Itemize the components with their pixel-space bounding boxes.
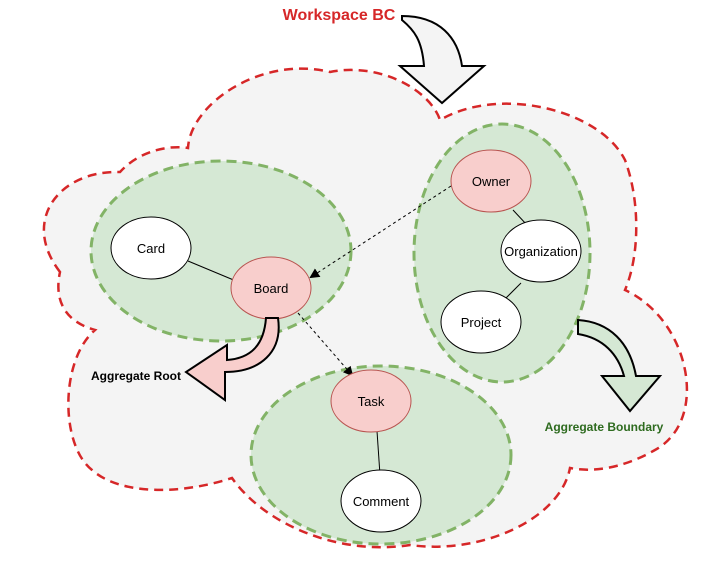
node-card-label: Card <box>137 241 165 256</box>
workspace-pointer-arrow <box>397 14 487 105</box>
node-board-label: Board <box>254 281 289 296</box>
node-project-label: Project <box>461 315 502 330</box>
edge-card-board <box>187 260 237 282</box>
node-comment: Comment <box>340 469 422 533</box>
node-organization-label: Organization <box>504 244 578 259</box>
aggregate-task <box>249 364 513 546</box>
node-board[interactable]: Board <box>230 256 312 320</box>
reference-owner-to-board <box>309 185 452 279</box>
node-comment-label: Comment <box>353 494 410 509</box>
node-project: Project <box>440 290 522 354</box>
node-owner-label: Owner <box>472 174 511 189</box>
aggregate-root-label: Aggregate Root <box>91 369 181 383</box>
reference-board-to-task <box>297 312 354 377</box>
aggregate-root-arrow <box>184 317 280 402</box>
workspace-title: Workspace BC <box>283 7 396 24</box>
node-card: Card <box>110 216 192 280</box>
node-task-label: Task <box>358 394 385 409</box>
node-owner[interactable]: Owner <box>450 149 532 213</box>
node-organization: Organization <box>500 219 582 283</box>
node-task[interactable]: Task <box>330 369 412 433</box>
edge-organization-project <box>505 282 522 299</box>
edge-task-comment <box>376 430 381 476</box>
aggregate-boundary-label: Aggregate Boundary <box>545 420 664 434</box>
aggregate-boundary-arrow <box>577 318 663 413</box>
